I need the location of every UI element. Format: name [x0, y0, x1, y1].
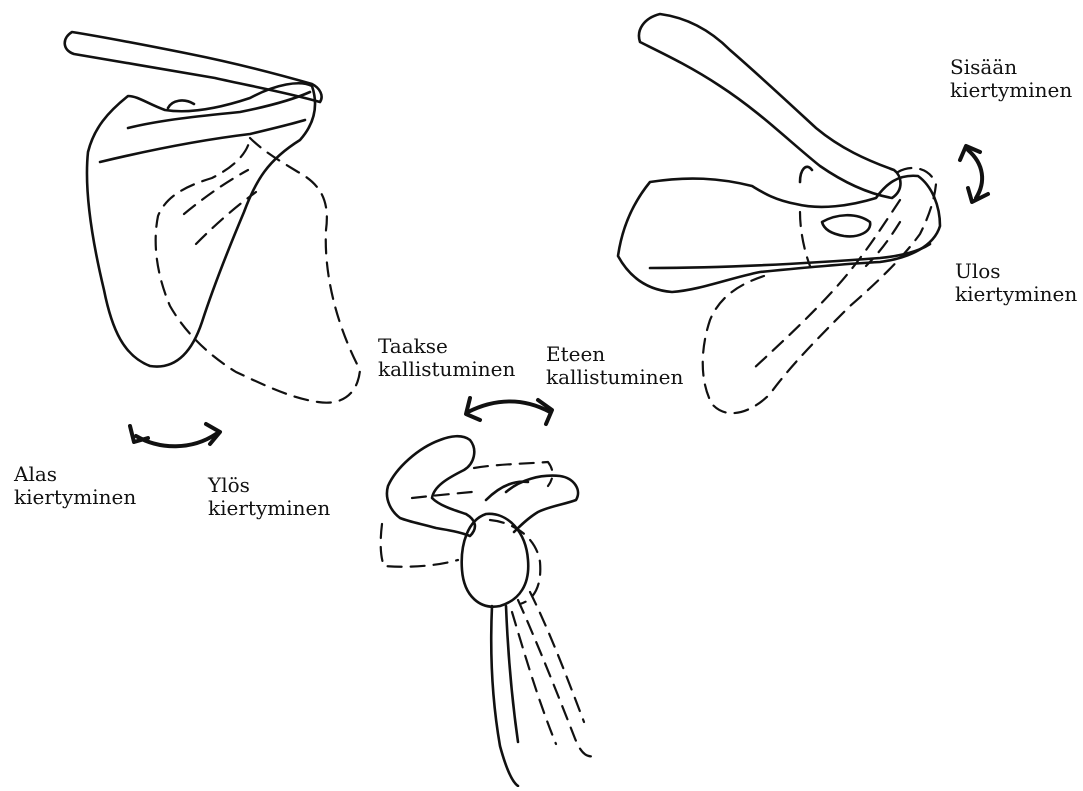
- coracoid-right-view: [822, 215, 870, 236]
- blade-solid-bottom-view: [491, 606, 518, 786]
- coracoid-left-view: [168, 101, 194, 108]
- label-upward-rotation-line2: kiertyminen: [208, 497, 330, 520]
- arrowhead-tilt-2: [538, 400, 552, 424]
- label-external-rotation-line2: kiertyminen: [955, 283, 1077, 306]
- label-external-rotation-line1: Ulos: [955, 260, 1077, 283]
- label-downward-rotation: Alas kiertyminen: [14, 463, 136, 509]
- label-internal-rotation: Sisään kiertyminen: [950, 56, 1072, 102]
- label-posterior-tilt-line1: Taakse: [378, 335, 515, 358]
- label-anterior-tilt-line1: Eteen: [546, 343, 683, 366]
- clavicle-left-view: [65, 32, 322, 102]
- label-external-rotation: Ulos kiertyminen: [955, 260, 1077, 306]
- label-anterior-tilt: Eteen kallistuminen: [546, 343, 683, 389]
- label-downward-rotation-line2: kiertyminen: [14, 486, 136, 509]
- acromion-right-view: [800, 167, 812, 182]
- scapula-lateral-view: [381, 398, 594, 786]
- scapula-dashed-inner-right-view: [752, 200, 900, 370]
- spine-dashed-bottom-view: [412, 492, 472, 498]
- clavicle-right-view: [639, 14, 901, 198]
- arrowhead-left-1: [130, 426, 148, 442]
- scapula-posterior-view: [65, 32, 360, 446]
- label-upward-rotation: Ylös kiertyminen: [208, 474, 330, 520]
- label-upward-rotation-line1: Ylös: [208, 474, 330, 497]
- coracoid-solid-bottom-view: [506, 476, 578, 532]
- label-anterior-tilt-line2: kallistuminen: [546, 366, 683, 389]
- label-internal-rotation-line2: kiertyminen: [950, 79, 1072, 102]
- label-posterior-tilt-line2: kallistuminen: [378, 358, 515, 381]
- acromion-solid-bottom-view: [387, 436, 475, 536]
- label-downward-rotation-line1: Alas: [14, 463, 136, 486]
- scapula-border-right-view: [650, 244, 930, 268]
- acromion-left-view: [128, 92, 310, 128]
- tilt-arrow: [468, 402, 550, 413]
- blade-dashed-bottom-view: [512, 592, 594, 756]
- scapula-dashed-left-view: [156, 138, 360, 403]
- scapula-dashed-right-view: [703, 168, 936, 413]
- label-posterior-tilt: Taakse kallistuminen: [378, 335, 515, 381]
- rotation-arrow-left-view: [136, 434, 216, 446]
- label-internal-rotation-line1: Sisään: [950, 56, 1072, 79]
